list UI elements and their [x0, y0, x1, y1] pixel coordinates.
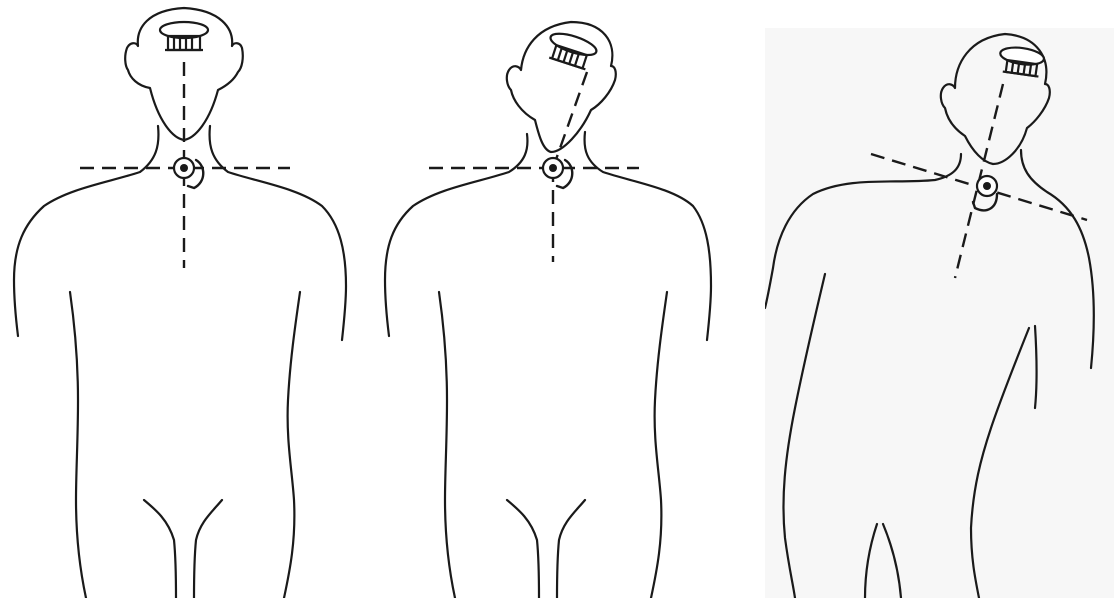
right-torso-side: [971, 328, 1029, 598]
pivot-center-dot: [180, 164, 188, 172]
groin-right: [883, 524, 901, 598]
right-shoulder-arm: [1021, 150, 1094, 368]
figure-panel-head-tilted: [355, 0, 715, 598]
groin-right: [194, 500, 222, 598]
body-outline-head-tilted: [355, 0, 715, 598]
right-arm-inner: [1035, 326, 1037, 408]
left-shoulder-arm: [765, 154, 961, 308]
head-coil-icon: [544, 29, 598, 70]
figure-panel-trunk-tilted: [765, 28, 1114, 598]
figure-panel-neutral: [0, 0, 368, 598]
groin-left: [144, 500, 176, 598]
left-shoulder-arm: [14, 126, 158, 336]
body-outline-trunk-tilted: [765, 28, 1114, 598]
groin-right: [557, 500, 585, 598]
right-torso-side: [651, 292, 667, 598]
left-shoulder-arm: [385, 134, 527, 336]
left-torso-side: [70, 292, 86, 598]
pivot-center-dot: [983, 182, 991, 190]
right-shoulder-arm: [210, 126, 346, 340]
head-coil-icon: [160, 22, 208, 50]
body-outline-neutral: [0, 0, 368, 598]
head-axis-line: [553, 72, 587, 168]
left-torso-side: [783, 274, 825, 598]
right-shoulder-arm: [585, 132, 711, 340]
right-torso-side: [284, 292, 300, 598]
left-torso-side: [439, 292, 455, 598]
groin-left: [865, 524, 877, 598]
pivot-center-dot: [549, 164, 557, 172]
groin-left: [507, 500, 539, 598]
